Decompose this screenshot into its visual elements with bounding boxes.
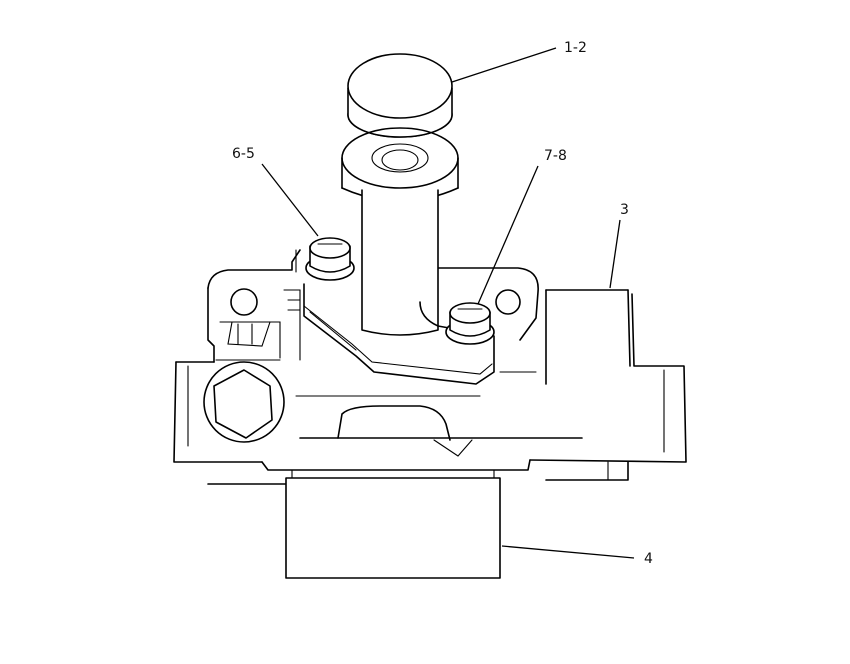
plunger-assembly	[341, 53, 459, 336]
callout-4: 4	[644, 551, 653, 567]
lower-box	[285, 469, 501, 579]
callout-1-2: 1-2	[564, 40, 587, 56]
callout-3: 3	[620, 202, 629, 218]
leader-lines	[261, 47, 635, 559]
callout-7-8: 7-8	[544, 148, 567, 164]
callout-6-5: 6-5	[232, 146, 255, 162]
housing	[173, 249, 687, 485]
bolt-right	[445, 302, 495, 345]
bolt-left	[305, 237, 355, 281]
clamp-arm	[303, 283, 495, 385]
